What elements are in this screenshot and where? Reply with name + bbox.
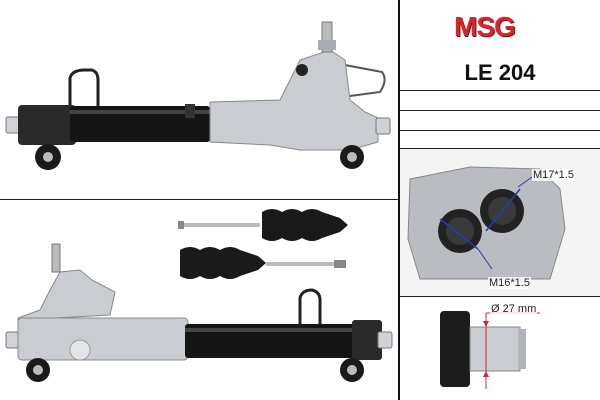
diameter-label: Ø 27 mm [490,303,538,315]
row-divider-5 [400,296,600,297]
row-divider-1 [400,90,600,91]
steering-rack-top-image [5,21,391,170]
row-divider-2 [400,110,600,111]
left-divider [0,199,398,200]
row-divider-3 [400,130,600,131]
row-divider-4 [400,148,600,149]
brand-logo: MSG [454,11,516,42]
thread-label-m16: M16*1.5 [488,277,531,289]
diameter-detail-image [440,311,540,389]
thread-label-m17: M17*1.5 [532,169,575,181]
steering-rack-bottom-image [5,209,393,382]
product-code: LE 204 [464,60,536,85]
vertical-divider [398,0,400,400]
